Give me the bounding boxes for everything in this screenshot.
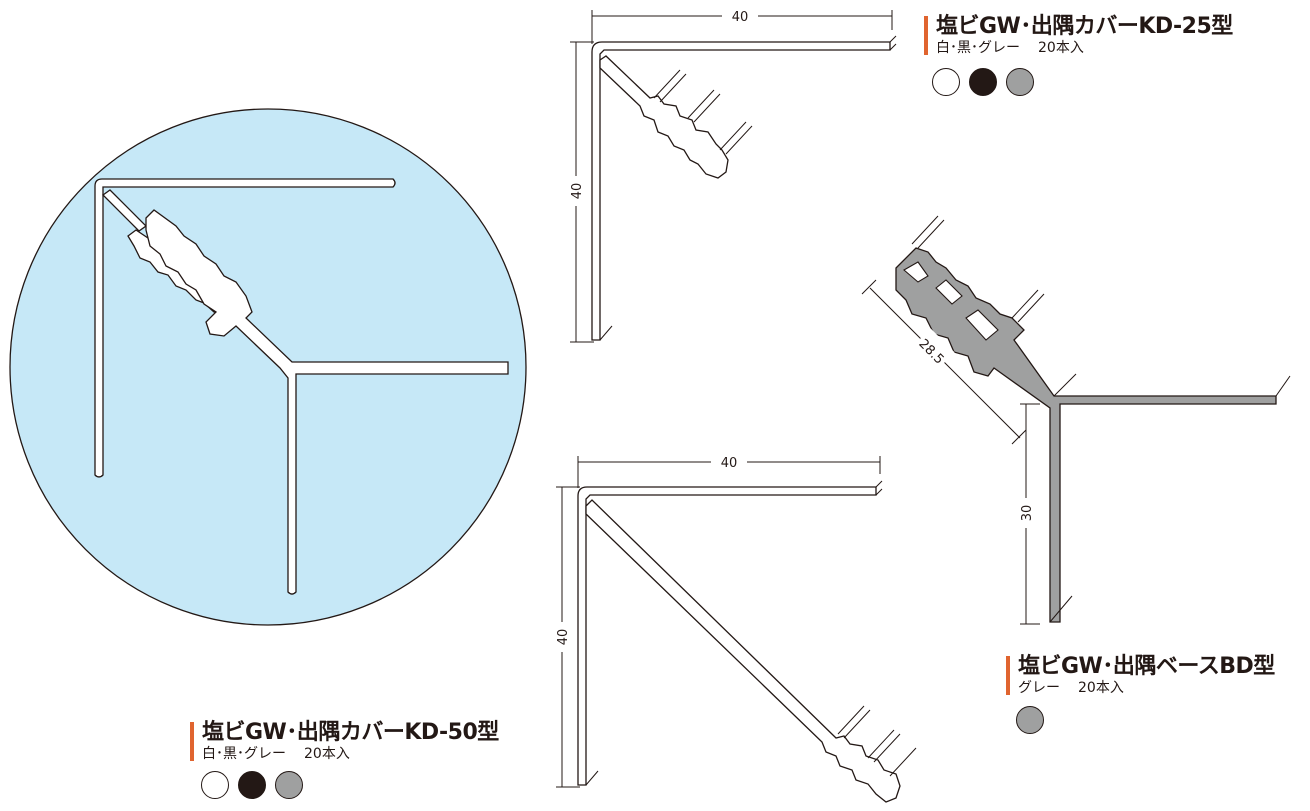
kd50-swatches [201,771,303,799]
kd25-width-dimension: 40 [732,10,749,25]
kd50-height-dimension: 40 [556,629,571,646]
bd-swatches [1016,706,1044,734]
kd50-quantity: 20本入 [304,746,350,762]
kd25-label: 塩ビGW･出隅カバーKD-25型 白･黒･グレー 20本入 [924,16,1233,55]
kd50-label: 塩ビGW･出隅カバーKD-50型 白･黒･グレー 20本入 [190,722,499,761]
bd-quantity: 20本入 [1078,680,1124,696]
bd-label: 塩ビGW･出隅ベースBD型 グレー 20本入 [1006,656,1275,695]
black-swatch [969,68,997,96]
black-swatch [238,771,266,799]
bd-height-dimension: 30 [1020,505,1035,522]
kd50-colors: 白･黒･グレー [202,746,286,762]
white-swatch [201,771,229,799]
kd25-quantity: 20本入 [1038,40,1084,56]
kd50-width-dimension: 40 [721,456,738,471]
bd-base-profile [861,215,1291,625]
kd25-colors: 白･黒･グレー [936,40,1020,56]
kd25-profile [568,8,897,343]
kd25-height-dimension: 40 [570,183,585,200]
gray-swatch [1016,706,1044,734]
kd25-title: 塩ビGW･出隅カバーKD-25型 [936,14,1233,39]
bd-colors: グレー [1018,680,1060,696]
white-swatch [932,68,960,96]
kd25-spec: 白･黒･グレー 20本入 [936,41,1233,55]
detail-circle [9,108,527,626]
kd50-profile [554,454,917,803]
kd25-swatches [932,68,1034,96]
gray-swatch [275,771,303,799]
gray-swatch [1006,68,1034,96]
bd-title: 塩ビGW･出隅ベースBD型 [1018,654,1275,679]
bd-spec: グレー 20本入 [1018,681,1275,695]
kd50-spec: 白･黒･グレー 20本入 [202,747,499,761]
kd50-title: 塩ビGW･出隅カバーKD-50型 [202,720,499,745]
